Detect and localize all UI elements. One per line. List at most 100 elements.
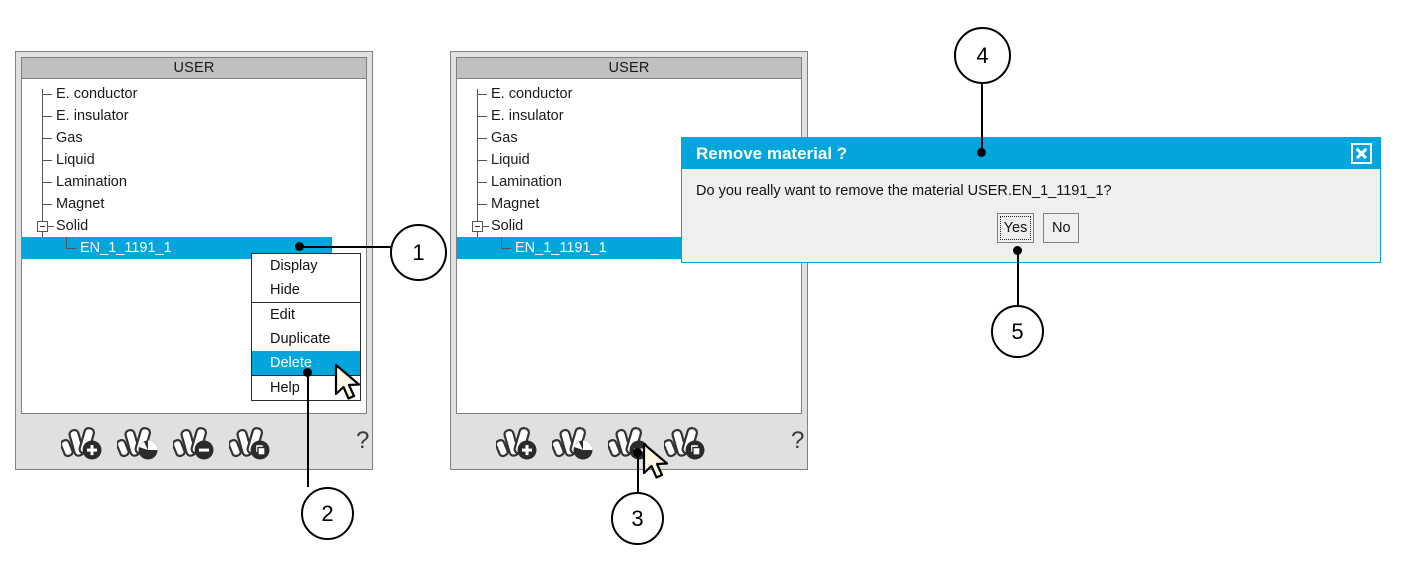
tree-elbow-icon (477, 182, 487, 183)
tree-item-lamination[interactable]: Lamination (457, 171, 801, 193)
no-button[interactable]: No (1043, 213, 1080, 243)
callout-marker-4: 4 (954, 27, 1011, 84)
help-icon[interactable]: ? (791, 427, 805, 454)
dialog-title-bar: Remove material ? (682, 138, 1380, 169)
context-menu-item-display[interactable]: Display (252, 254, 360, 278)
tree-item-label: E. conductor (56, 86, 138, 102)
tree-item-liquid[interactable]: Liquid (22, 149, 366, 171)
tree-item-label: E. insulator (491, 108, 564, 124)
context-menu-item-label: Display (270, 258, 318, 274)
tree-item-magnet[interactable]: Magnet (457, 193, 801, 215)
material-duplicate-icon (662, 426, 705, 459)
tree-item-gas[interactable]: Gas (22, 127, 366, 149)
tree-item-gas[interactable]: Gas (457, 127, 801, 149)
expander-collapse-icon[interactable] (472, 221, 483, 232)
tree-root-left: E. conductor E. insulator Gas Liquid (22, 79, 366, 259)
tree-item-e-insulator[interactable]: E. insulator (457, 105, 801, 127)
tree-item-magnet[interactable]: Magnet (22, 193, 366, 215)
callout-anchor-dot-4 (977, 148, 986, 157)
material-edit-icon (115, 426, 158, 459)
tree-item-solid[interactable]: Solid (457, 215, 801, 237)
dialog-button-row: Yes No (696, 213, 1380, 243)
tree-elbow-icon (477, 160, 487, 161)
tree-elbow-icon (42, 182, 52, 183)
tree-elbow-icon (42, 160, 52, 161)
tree-item-label: Liquid (491, 152, 530, 168)
tree-item-lamination[interactable]: Lamination (22, 171, 366, 193)
context-menu-item-label: Edit (270, 307, 295, 323)
tree-item-e-conductor[interactable]: E. conductor (457, 83, 801, 105)
callout-leader-4 (981, 84, 983, 150)
remove-material-button[interactable] (171, 422, 217, 462)
tree-item-label: EN_1_1191_1 (80, 240, 172, 256)
tree-item-solid[interactable]: Solid (22, 215, 366, 237)
tree-child-elbow-icon (66, 237, 67, 249)
tree-trunk-line (477, 89, 478, 249)
expander-collapse-icon[interactable] (37, 221, 48, 232)
tree-item-label: Gas (56, 130, 83, 146)
yes-button[interactable]: Yes (996, 213, 1035, 243)
callout-number: 4 (976, 42, 989, 68)
callout-leader-1 (299, 246, 391, 248)
duplicate-material-button[interactable] (227, 422, 273, 462)
tree-child-elbow-icon (501, 248, 511, 249)
context-menu-item-help[interactable]: Help (252, 376, 360, 400)
context-menu-item-label: Duplicate (270, 331, 331, 347)
tree-item-label: Solid (491, 218, 524, 234)
callout-anchor-dot-2 (303, 368, 312, 377)
tree-item-e-conductor[interactable]: E. conductor (22, 83, 366, 105)
context-menu-item-label: Hide (270, 282, 300, 298)
material-minus-icon (171, 426, 214, 459)
tree-elbow-icon (42, 204, 52, 205)
tree-item-label: EN_1_1191_1 (515, 240, 607, 256)
help-icon[interactable]: ? (356, 427, 370, 454)
tree-item-label: Lamination (491, 174, 562, 190)
callout-leader-2 (307, 372, 309, 487)
tree-elbow-icon (42, 94, 52, 95)
tree-child-elbow-icon (501, 237, 502, 249)
tree-elbow-icon (483, 226, 489, 227)
tree-item-label: Solid (56, 218, 89, 234)
tree-elbow-icon (477, 204, 487, 205)
tree-item-liquid[interactable]: Liquid (457, 149, 801, 171)
tree-elbow-icon (477, 94, 487, 95)
material-plus-icon (494, 426, 537, 459)
callout-number: 1 (412, 239, 425, 265)
material-plus-icon (59, 426, 102, 459)
tree-elbow-icon (477, 116, 487, 117)
tree-item-label: Magnet (56, 196, 105, 212)
mouse-cursor-remove-button (642, 443, 669, 479)
tree-item-label: E. insulator (56, 108, 129, 124)
tree-item-label: Gas (491, 130, 518, 146)
tree-item-label: Lamination (56, 174, 127, 190)
callout-number: 2 (321, 500, 334, 526)
material-toolbar-right: ? (451, 414, 807, 469)
duplicate-material-button[interactable] (662, 422, 708, 462)
tree-item-e-insulator[interactable]: E. insulator (22, 105, 366, 127)
mouse-cursor-delete (334, 364, 361, 400)
close-icon[interactable] (1351, 143, 1372, 164)
callout-number: 3 (631, 505, 644, 531)
panel-title-right: USER (608, 60, 650, 76)
tree-elbow-icon (48, 226, 54, 227)
callout-anchor-dot-1 (295, 242, 304, 251)
callout-number: 5 (1011, 318, 1024, 344)
tree-trunk-line (42, 89, 43, 249)
tree-child-elbow-icon (66, 248, 76, 249)
add-material-button[interactable] (494, 422, 540, 462)
callout-leader-3 (637, 452, 639, 492)
remove-material-dialog: Remove material ? Do you really want to … (681, 137, 1381, 263)
edit-material-button[interactable] (115, 422, 161, 462)
callout-marker-1: 1 (390, 224, 447, 281)
context-menu-item-edit[interactable]: Edit (252, 303, 360, 327)
dialog-title: Remove material ? (696, 143, 848, 163)
callout-anchor-dot-3 (633, 448, 642, 457)
add-material-button[interactable] (59, 422, 105, 462)
context-menu-item-hide[interactable]: Hide (252, 278, 360, 302)
context-menu-separator (252, 302, 360, 303)
edit-material-button[interactable] (550, 422, 596, 462)
material-toolbar-left: ? (16, 414, 372, 469)
callout-leader-5 (1017, 250, 1019, 305)
context-menu-item-duplicate[interactable]: Duplicate (252, 327, 360, 351)
